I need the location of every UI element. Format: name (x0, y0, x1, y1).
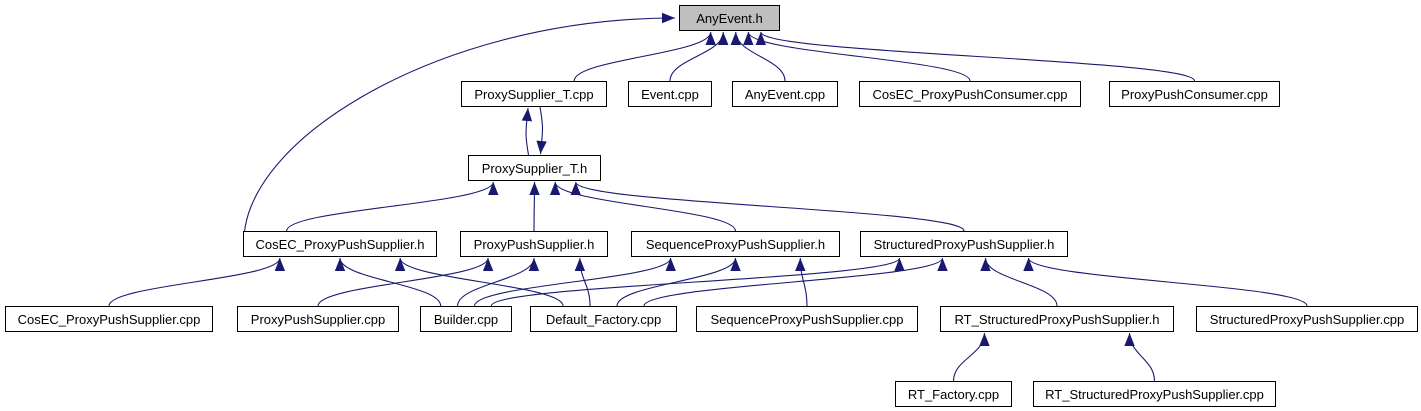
graph-edge-arrowhead (1124, 333, 1135, 346)
graph-node-rt-structuredproxypushsupplier-cpp[interactable]: RT_StructuredProxyPushSupplier.cpp (1033, 381, 1276, 407)
graph-node-label: ProxyPushSupplier.h (473, 236, 595, 252)
graph-edge (286, 181, 494, 232)
graph-edge-arrowhead (570, 182, 581, 195)
graph-edge (573, 31, 712, 82)
graph-node-label: CosEC_ProxyPushConsumer.cpp (872, 86, 1068, 102)
graph-edge-arrowhead (705, 32, 716, 45)
graph-edge-arrowhead (529, 182, 540, 195)
graph-edge-arrowhead (730, 32, 741, 45)
graph-edge (317, 257, 489, 307)
graph-edge-arrowhead (536, 140, 547, 154)
graph-edge (473, 257, 672, 307)
graph-node-proxypushsupplier-cpp[interactable]: ProxyPushSupplier.cpp (237, 306, 399, 332)
graph-edge (760, 31, 1196, 82)
graph-node-label: RT_StructuredProxyPushSupplier.h (954, 311, 1160, 327)
graph-edge-arrowhead (574, 258, 586, 271)
graph-edge (747, 31, 971, 82)
graph-edge (554, 181, 737, 232)
graph-edge-arrowhead (334, 258, 346, 271)
graph-edge-arrowhead (795, 258, 806, 271)
graph-node-label: SequenceProxyPushSupplier.cpp (710, 311, 904, 327)
graph-edge (339, 257, 442, 307)
graph-edge-arrowhead (894, 258, 905, 271)
graph-node-sequenceproxypushsupplier-h[interactable]: SequenceProxyPushSupplier.h (631, 231, 840, 257)
graph-node-proxysupplier-t-cpp[interactable]: ProxySupplier_T.cpp (461, 81, 607, 107)
graph-edge-arrowhead (488, 182, 499, 195)
graph-edge (457, 257, 535, 307)
graph-node-proxypushsupplier-h[interactable]: ProxyPushSupplier.h (460, 231, 608, 257)
graph-edge (575, 181, 965, 232)
graph-edge (1128, 332, 1156, 382)
graph-node-label: RT_Factory.cpp (907, 386, 1000, 402)
graph-edge-arrowhead (730, 258, 741, 271)
graph-node-builder-cpp[interactable]: Builder.cpp (420, 306, 512, 332)
graph-edge-arrowhead (274, 258, 286, 271)
graph-edge-arrowhead (718, 32, 729, 45)
graph-node-anyevent-h[interactable]: AnyEvent.h (679, 5, 780, 31)
graph-edge-arrowhead (549, 182, 561, 195)
graph-edge (490, 257, 901, 307)
graph-node-label: AnyEvent.cpp (744, 86, 826, 102)
graph-node-structuredproxypushsupplier-cpp[interactable]: StructuredProxyPushSupplier.cpp (1196, 306, 1418, 332)
graph-node-label: StructuredProxyPushSupplier.cpp (1209, 311, 1405, 327)
graph-edge-arrowhead (521, 108, 533, 122)
graph-node-rt-structuredproxypushsupplier-h[interactable]: RT_StructuredProxyPushSupplier.h (940, 306, 1174, 332)
graph-node-proxysupplier-t-h[interactable]: ProxySupplier_T.h (468, 155, 601, 181)
graph-node-label: Builder.cpp (433, 311, 499, 327)
graph-edge (243, 17, 676, 254)
graph-node-sequenceproxypushsupplier-cpp[interactable]: SequenceProxyPushSupplier.cpp (696, 306, 918, 332)
graph-node-proxypushconsumer-cpp[interactable]: ProxyPushConsumer.cpp (1109, 81, 1280, 107)
graph-node-label: ProxyPushConsumer.cpp (1121, 86, 1268, 102)
graph-edge-arrowhead (743, 32, 754, 45)
graph-node-label: Event.cpp (641, 86, 699, 102)
graph-node-cosec-proxypushsupplier-cpp[interactable]: CosEC_ProxyPushSupplier.cpp (5, 306, 213, 332)
graph-edge (643, 257, 944, 307)
graph-node-label: RT_StructuredProxyPushSupplier.cpp (1045, 386, 1264, 402)
graph-node-label: CosEC_ProxyPushSupplier.cpp (17, 311, 201, 327)
graph-edge-arrowhead (755, 32, 767, 45)
graph-edge (1027, 257, 1308, 307)
graph-node-label: CosEC_ProxyPushSupplier.h (255, 236, 425, 252)
graph-node-cosec-proxypushsupplier-h[interactable]: CosEC_ProxyPushSupplier.h (243, 231, 437, 257)
graph-edge-arrowhead (394, 258, 406, 271)
graph-node-rt-factory-cpp[interactable]: RT_Factory.cpp (895, 381, 1012, 407)
graph-node-default-factory-cpp[interactable]: Default_Factory.cpp (530, 306, 677, 332)
graph-node-label: Default_Factory.cpp (545, 311, 662, 327)
graph-node-label: ProxySupplier_T.h (481, 160, 588, 176)
graph-edge (399, 257, 564, 307)
graph-edge-arrowhead (662, 12, 675, 24)
graph-node-label: ProxyPushSupplier.cpp (250, 311, 386, 327)
graph-edge (952, 332, 986, 382)
graph-edge-arrowhead (665, 258, 676, 271)
graph-edge (984, 257, 1058, 307)
graph-edge (669, 31, 724, 82)
graph-edge (108, 257, 281, 307)
graph-edge-arrowhead (980, 258, 991, 271)
graph-node-structuredproxypushsupplier-h[interactable]: StructuredProxyPushSupplier.h (860, 231, 1068, 257)
graph-node-label: SequenceProxyPushSupplier.h (645, 236, 826, 252)
graph-edge-arrowhead (1023, 258, 1034, 271)
graph-node-label: StructuredProxyPushSupplier.h (873, 236, 1055, 252)
graph-edge (616, 257, 737, 307)
graph-edge-arrowhead (482, 258, 494, 271)
graph-node-label: ProxySupplier_T.cpp (474, 86, 594, 102)
graph-edge-arrowhead (528, 258, 540, 271)
graph-node-label: AnyEvent.h (696, 10, 763, 26)
graph-node-cosec-proxypushconsumer-cpp[interactable]: CosEC_ProxyPushConsumer.cpp (859, 81, 1081, 107)
graph-node-event-cpp[interactable]: Event.cpp (628, 81, 712, 107)
graph-node-anyevent-cpp[interactable]: AnyEvent.cpp (732, 81, 838, 107)
graph-edge-arrowhead (937, 258, 948, 271)
graph-edge-arrowhead (979, 333, 990, 346)
